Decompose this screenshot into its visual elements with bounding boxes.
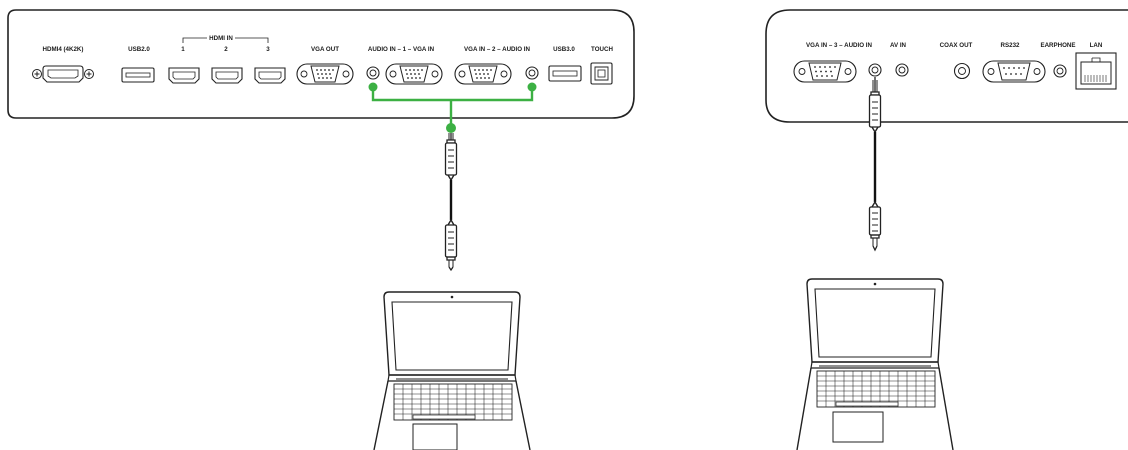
hdmi-in-3-port-icon [254,67,286,84]
av-in-jack-icon [895,63,909,77]
left-audio-cable-icon [444,133,458,272]
hdmi4-port-icon [32,65,94,83]
rs232-port-icon [982,60,1046,83]
label-hdmi4: HDMI4 (4K2K) [43,46,84,53]
left-laptop-icon [373,291,531,450]
label-hdmi-1: 1 [181,46,185,53]
label-coax-out: COAX OUT [940,42,973,49]
touch-usb-b-port-icon [590,62,613,85]
label-rs232: RS232 [1001,42,1020,49]
label-av-in: AV IN [890,42,907,49]
usb30-port-icon [548,65,582,82]
audio-in-2-jack-icon [525,66,539,80]
vga-in-1-port-icon [385,63,443,85]
label-earphone: EARPHONE [1040,42,1075,49]
lan-rj45-port-icon [1075,52,1117,90]
label-hdmi-in: HDMI IN [209,35,233,42]
earphone-jack-icon [1053,64,1067,78]
right-laptop-icon [796,278,954,450]
audio-in-1-jack-icon [366,66,380,80]
label-vga-audio-3: VGA IN – 3 – AUDIO IN [806,42,872,49]
left-display-panel: HDMI4 (4K2K) USB2.0 HDMI IN 1 2 3 VGA OU… [7,9,635,119]
right-audio-cable-icon [868,77,882,252]
audio-in-3-jack-icon [868,63,882,77]
right-display-panel: VGA IN – 3 – AUDIO IN AV IN COAX OUT RS2… [765,9,1128,123]
label-vga-audio-2: VGA IN – 2 – AUDIO IN [464,46,530,53]
hdmi-in-2-port-icon [211,67,243,84]
hdmi-in-bracket: HDMI IN [182,35,269,43]
label-touch: TOUCH [591,46,613,53]
label-usb20: USB2.0 [128,46,150,53]
hdmi-in-1-port-icon [168,67,200,84]
vga-in-2-port-icon [454,63,512,85]
label-vga-out: VGA OUT [311,46,339,53]
label-lan: LAN [1090,42,1103,49]
label-hdmi-3: 3 [266,46,270,53]
usb20-port-icon [121,67,155,83]
audio-splitter-link [368,82,537,133]
label-hdmi-2: 2 [224,46,228,53]
label-audio-vga-1: AUDIO IN – 1 – VGA IN [368,46,435,53]
coax-out-jack-icon [953,62,971,80]
label-usb30: USB3.0 [553,46,575,53]
vga-out-port-icon [296,63,354,85]
vga-in-3-port-icon [793,60,857,83]
